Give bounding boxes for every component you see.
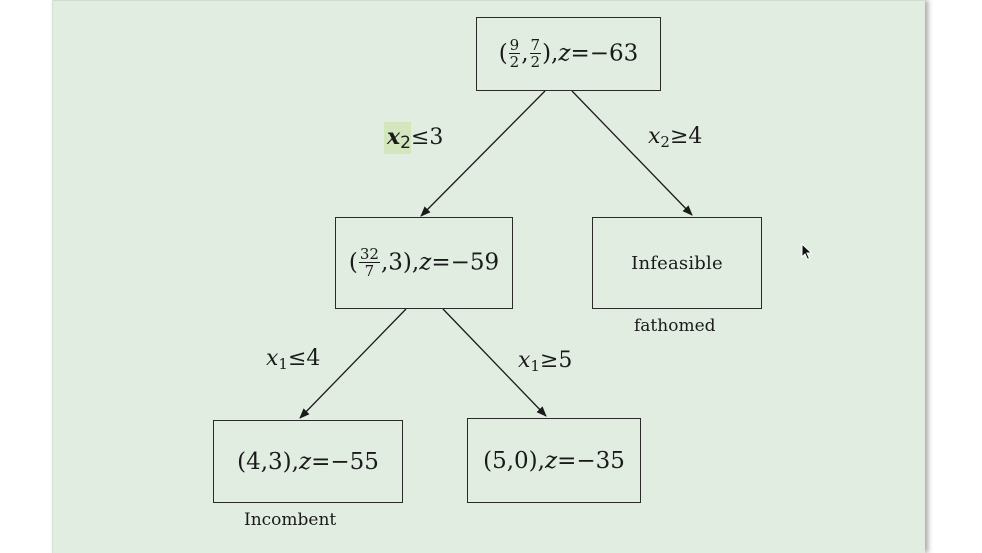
- caption-incombent: Incombent: [244, 510, 337, 530]
- edge-root-to-right: [571, 90, 693, 216]
- variable: x: [518, 348, 531, 373]
- z-value: =−35: [557, 447, 625, 474]
- point-y: 3: [388, 249, 403, 275]
- node-left-right-label: (5,0),z=−35: [483, 448, 625, 474]
- label-highlight: x2: [384, 122, 411, 154]
- node-left-left: (4,3),z=−55: [213, 420, 403, 503]
- fraction-numerator: 7: [529, 35, 542, 54]
- edge-label-x2-le-3: x2≤3: [384, 122, 444, 154]
- variable: x: [648, 124, 661, 149]
- relation: ≤3: [410, 125, 444, 150]
- relation: ≥4: [669, 124, 703, 149]
- variable: x: [387, 124, 401, 150]
- subscript: 1: [278, 355, 288, 373]
- edge-label-x2-ge-4: x2≥4: [648, 124, 702, 151]
- fraction-numerator: 32: [358, 244, 380, 263]
- node-left-right: (5,0),z=−35: [467, 418, 641, 503]
- slide-canvas: [52, 0, 925, 553]
- z-value: =−59: [431, 249, 500, 275]
- node-right-label: Infeasible: [631, 252, 723, 274]
- edge-left-to-left-right: [442, 308, 547, 417]
- canvas-top-border: [53, 0, 925, 1]
- relation: ≥5: [539, 348, 573, 373]
- caption-fathomed: fathomed: [634, 316, 716, 336]
- node-left-left-label: (4,3),z=−55: [237, 449, 379, 475]
- z-value: =−55: [311, 448, 379, 475]
- edge-left-to-left-left: [299, 308, 407, 419]
- subscript: 2: [400, 133, 411, 153]
- node-right: Infeasible: [592, 217, 762, 309]
- fraction-denominator: 2: [530, 52, 541, 71]
- z-symbol: z: [298, 448, 312, 475]
- fraction-denominator: 7: [364, 261, 375, 280]
- fraction-denominator: 2: [509, 52, 520, 71]
- edge-label-x1-le-4: x1≤4: [266, 346, 320, 373]
- fraction-numerator: 9: [508, 35, 521, 54]
- z-symbol: z: [558, 40, 571, 66]
- edge-label-x1-ge-5: x1≥5: [518, 348, 572, 375]
- z-value: =−63: [570, 40, 639, 66]
- subscript: 1: [530, 357, 540, 375]
- point: (4,3),: [237, 448, 299, 475]
- edge-root-to-left: [420, 90, 546, 217]
- variable: x: [266, 346, 279, 371]
- mouse-pointer-icon: [801, 243, 813, 261]
- z-symbol: z: [544, 447, 558, 474]
- subscript: 2: [660, 133, 670, 151]
- z-symbol: z: [419, 249, 432, 275]
- point: (5,0),: [483, 447, 545, 474]
- relation: ≤4: [287, 346, 321, 371]
